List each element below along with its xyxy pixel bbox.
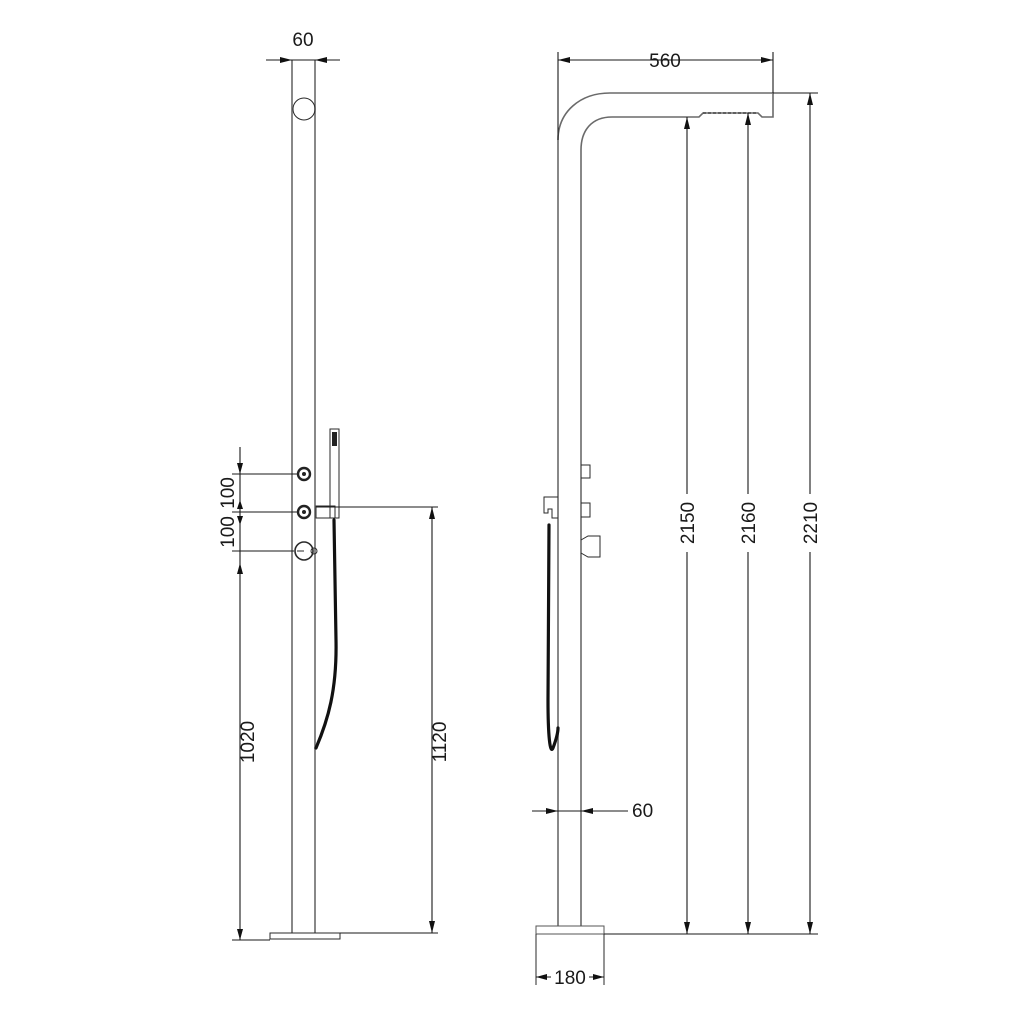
arrow-icon	[807, 93, 813, 105]
arrow-icon	[429, 921, 435, 933]
label-bg	[799, 494, 821, 552]
arrow-icon	[237, 516, 243, 525]
shower-hose	[314, 518, 338, 750]
arrow-icon	[237, 463, 243, 474]
side-diverter-upper	[581, 464, 591, 479]
dim-label-base-width: 180	[554, 968, 586, 989]
label-bg	[676, 494, 698, 552]
arrow-icon	[280, 57, 292, 63]
dim-label-2160: 2160	[739, 502, 760, 544]
dim-label-2210: 2210	[801, 502, 822, 544]
dim-label-spacing-lower: 100	[218, 516, 239, 548]
side-base-plate-top	[535, 925, 605, 935]
arrow-icon	[581, 808, 593, 814]
side-view: 560 2150 2160 2210 60 180	[532, 51, 822, 989]
dim-label-spacing-upper: 100	[218, 477, 239, 509]
arrow-icon	[807, 922, 813, 934]
front-base-plate	[269, 932, 341, 940]
dim-label-side-width: 60	[632, 801, 653, 822]
arrow-icon	[684, 117, 690, 129]
arrow-icon	[761, 57, 773, 63]
arrow-icon	[429, 507, 435, 519]
arrow-icon	[745, 113, 751, 125]
side-hand-shower-holder	[543, 496, 558, 519]
dim-label-mixer-height: 1020	[238, 721, 259, 763]
dim-label-2150: 2150	[678, 502, 699, 544]
mixer-lever-tip	[310, 547, 318, 555]
arrow-icon	[237, 929, 243, 940]
side-mixer-knob	[580, 535, 601, 558]
front-view: 60 100 100 1020 1120	[218, 30, 451, 941]
mixer-knob	[294, 541, 314, 561]
knob-center-icon	[302, 472, 306, 476]
hand-shower-spray-icon	[332, 432, 337, 446]
arrow-icon	[684, 922, 690, 934]
arrow-icon	[558, 57, 570, 63]
label-bg	[551, 966, 589, 986]
diverter-knob-lower	[296, 504, 312, 520]
dim-label-arm-reach: 560	[649, 51, 681, 72]
diverter-knob-upper	[296, 466, 312, 482]
arrow-icon	[745, 922, 751, 934]
arrow-icon	[593, 974, 604, 980]
side-diverter-lower	[581, 502, 591, 518]
dim-label-holder-height: 1120	[430, 722, 451, 763]
side-column-outline	[557, 92, 774, 926]
label-bg	[737, 494, 759, 552]
arrow-icon	[546, 808, 558, 814]
arrow-icon	[536, 974, 547, 980]
side-shower-hose	[546, 523, 560, 751]
knob-center-icon	[302, 510, 306, 514]
arrow-icon	[237, 500, 243, 509]
dim-label-front-width: 60	[292, 30, 313, 51]
arrow-icon	[315, 57, 327, 63]
hand-shower-holder	[315, 505, 336, 519]
hand-shower	[329, 428, 340, 519]
shower-head-circle	[292, 97, 316, 121]
arrow-icon	[237, 563, 243, 574]
